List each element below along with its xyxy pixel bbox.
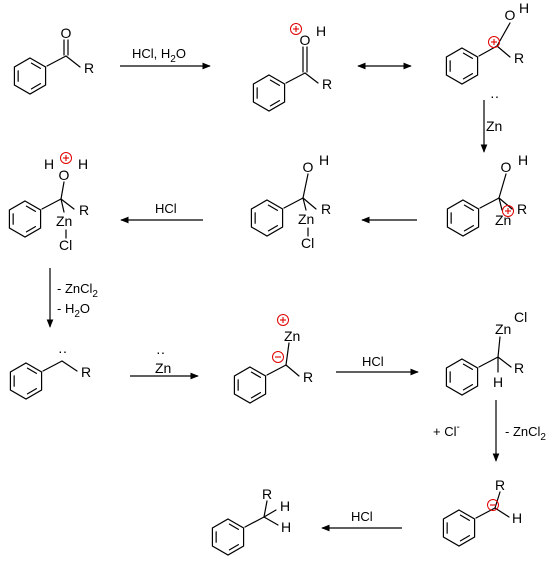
hydrogen-label: H — [281, 519, 291, 535]
oxygen-label: O — [59, 167, 70, 183]
zinc-label: Zn — [284, 328, 300, 344]
hydrogen-label: H — [316, 23, 326, 39]
positive-charge-icon — [60, 152, 72, 164]
zinc-label: Zn — [495, 321, 511, 337]
oxygen-label: O — [501, 159, 512, 175]
lone-pair-dots: ·· — [156, 344, 165, 360]
hydrogen-label: H — [512, 510, 522, 526]
hydrogen-label: H — [44, 156, 54, 172]
negative-charge-icon — [487, 499, 499, 511]
positive-charge-icon — [290, 23, 302, 35]
benzene-ring — [211, 518, 245, 556]
organozinc-chloride-structure: Zn Cl R H — [445, 309, 527, 396]
lone-pair-dots: ·· — [490, 88, 499, 104]
zinc-label: Zn — [298, 211, 314, 227]
benzene-ring — [250, 199, 284, 237]
hydrogen-label: H — [493, 374, 503, 390]
hcl-label: HCl — [362, 354, 384, 369]
zinc-hydroxy-intermediate-structure: O H R Zn Cl — [250, 152, 331, 251]
loss-zncl2-label: - ZnCl2 — [505, 424, 546, 443]
loss-h2o-label: - H2O — [57, 301, 90, 320]
hydrogen-label: H — [280, 498, 290, 514]
oxygen-label: O — [303, 159, 314, 175]
negative-charge-icon — [272, 351, 284, 363]
hydrogen-label: H — [519, 0, 529, 16]
chlorine-label: Cl — [59, 237, 72, 253]
r-group-label: R — [79, 202, 89, 218]
r-group-label: R — [514, 50, 524, 66]
carbene-structure: ·· R — [9, 343, 91, 400]
r-group-label: R — [262, 486, 272, 502]
hcl-label: HCl — [155, 201, 177, 216]
loss-zncl2-label: - ZnCl2 — [57, 281, 98, 300]
benzene-ring — [252, 74, 286, 112]
add-chloride-label: + Cl- — [433, 422, 460, 439]
benzene-ring — [446, 199, 480, 237]
zn-reagent-label: Zn — [486, 118, 502, 134]
zinc-label: Zn — [56, 213, 72, 229]
benzylic-carbanion-structure: R H — [442, 477, 522, 547]
positive-charge-icon — [277, 314, 289, 326]
chlorine-label: Cl — [301, 235, 314, 251]
zinc-oxonium-intermediate-structure: O H H R Zn Cl — [8, 152, 89, 253]
r-group-label: R — [517, 201, 527, 217]
hydrogen-label: H — [518, 152, 528, 168]
chlorine-label: Cl — [514, 309, 527, 325]
hydrogen-label: H — [78, 156, 88, 172]
hcl-h2o-label: HCl, H2O — [132, 46, 186, 65]
protonated-carbonyl-structure: O H R — [252, 23, 332, 112]
alkane-product-structure: R H H — [211, 486, 291, 556]
hcl-label: HCl — [351, 509, 373, 524]
oxygen-label: O — [505, 7, 516, 23]
r-group-label: R — [495, 477, 505, 493]
benzene-ring — [233, 366, 267, 404]
zinc-cation-adduct-structure: O H R Zn — [446, 152, 528, 237]
r-group-label: R — [84, 60, 94, 76]
r-group-label: R — [322, 76, 332, 92]
oxocarbenium-resonance-structure: O H R — [445, 0, 529, 85]
benzene-ring — [8, 200, 42, 238]
r-group-label: R — [303, 369, 313, 385]
benzene-ring — [442, 509, 476, 547]
hydrogen-label: H — [319, 152, 329, 168]
benzene-ring — [445, 47, 479, 85]
oxygen-label: O — [300, 32, 311, 48]
oxygen-label: O — [61, 25, 72, 41]
zinc-carbanion-structure: Zn R — [233, 314, 313, 404]
r-group-label: R — [514, 360, 524, 376]
r-group-label: R — [321, 201, 331, 217]
r-group-label: R — [81, 364, 91, 380]
positive-charge-icon — [502, 205, 514, 217]
lone-pair-dots: ·· — [58, 343, 67, 359]
ketone-structure: O R — [13, 25, 94, 95]
zn-reagent-label: Zn — [155, 360, 171, 376]
benzene-ring — [9, 362, 43, 400]
positive-charge-icon — [488, 36, 500, 48]
benzene-ring — [13, 57, 47, 95]
benzene-ring — [445, 358, 479, 396]
